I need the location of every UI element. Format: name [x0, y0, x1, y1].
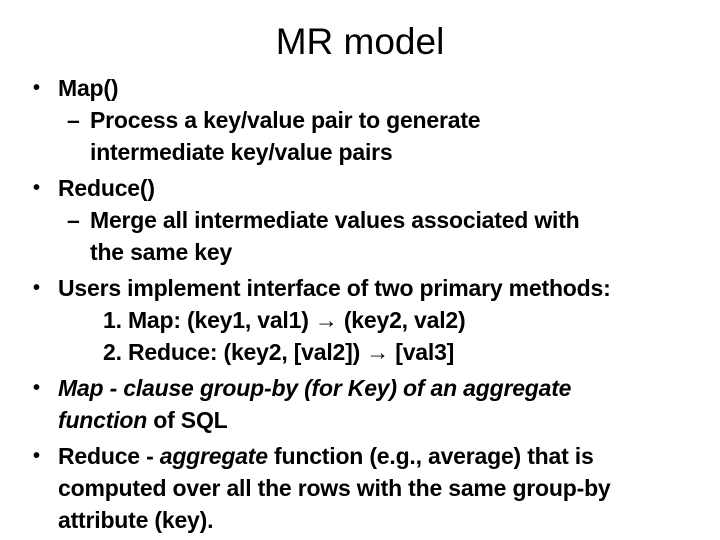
bullet-line: 1. Map: (key1, val1) → (key2, val2)	[0, 304, 720, 336]
bullet-icon: •	[33, 177, 40, 199]
text-segment: Process a key/value pair to generate	[90, 107, 481, 133]
bullet-line: intermediate key/value pairs	[0, 136, 720, 168]
text-segment: of SQL	[147, 407, 228, 433]
slide-title: MR model	[275, 21, 445, 62]
bullet-line: the same key	[0, 236, 720, 268]
text-segment: function	[58, 407, 148, 433]
text-segment: 2. Reduce: (key2, [val2]) → [val3]	[103, 339, 455, 365]
bullet-line: • Reduce - aggregate function (e.g., aver…	[0, 440, 720, 472]
bullet-icon: •	[33, 377, 40, 399]
bullet-icon: •	[33, 277, 40, 299]
bullet-line: –Process a key/value pair to generate	[0, 104, 720, 136]
slide-body: •Map()–Process a key/value pair to gener…	[0, 68, 720, 536]
text-segment: Map()	[58, 75, 119, 101]
text-segment: Reduce -	[58, 443, 160, 469]
text-segment: attribute (key).	[58, 507, 214, 533]
text-segment: intermediate key/value pairs	[90, 139, 393, 165]
text-segment: Users implement interface of two primary…	[58, 275, 611, 301]
bullet-line: computed over all the rows with the same…	[0, 472, 720, 504]
text-segment: function (e.g., average) that is	[267, 443, 594, 469]
text-segment: Map - clause group-by (for Key) of an ag…	[58, 375, 572, 401]
bullet-line: –Merge all intermediate values associate…	[0, 204, 720, 236]
dash-icon: –	[67, 207, 80, 233]
bullet-icon: •	[33, 445, 40, 467]
bullet-line: function of SQL	[0, 404, 720, 436]
bullet-icon: •	[33, 77, 40, 99]
text-segment: Merge all intermediate values associated…	[90, 207, 580, 233]
text-segment: the same key	[90, 239, 233, 265]
bullet-line: • Users implement interface of two primar…	[0, 272, 720, 304]
text-segment: computed over all the rows with the same…	[58, 475, 611, 501]
bullet-line: 2. Reduce: (key2, [val2]) → [val3]	[0, 336, 720, 368]
text-segment: 1. Map: (key1, val1) → (key2, val2)	[103, 307, 466, 333]
text-segment: aggregate	[159, 443, 268, 469]
bullet-line: attribute (key).	[0, 504, 720, 536]
dash-icon: –	[67, 107, 80, 133]
text-segment: Reduce()	[58, 175, 155, 201]
bullet-line: • Map - clause group-by (for Key) of an a…	[0, 372, 720, 404]
bullet-line: • Reduce()	[0, 172, 720, 204]
bullet-line: • Map()	[0, 72, 720, 104]
